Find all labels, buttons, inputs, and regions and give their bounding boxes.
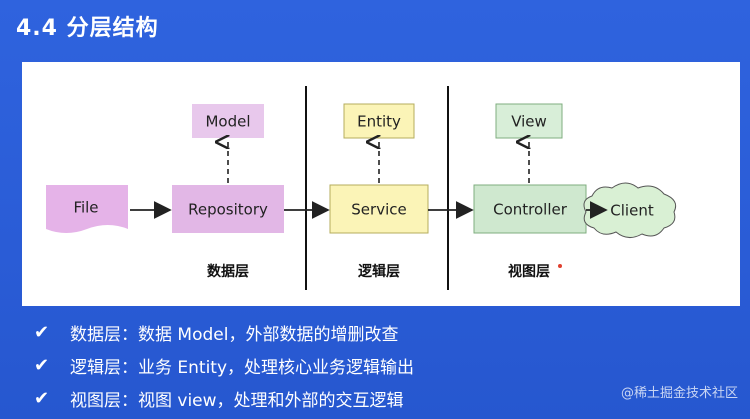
bullet-list: ✔ 数据层：数据 Model，外部数据的增删改查 ✔ 逻辑层：业务 Entity… <box>34 316 414 415</box>
service-box <box>329 184 429 234</box>
architecture-diagram-panel: File Repository Model Service Entity Con… <box>22 62 740 306</box>
data-layer-label: 数据层 <box>207 263 249 280</box>
check-icon: ✔ <box>34 388 50 409</box>
bullet-text: 视图层：视图 view，处理和外部的交互逻辑 <box>70 391 404 411</box>
view-label: View <box>511 113 547 131</box>
file-node: File <box>46 185 128 233</box>
view-layer-label: 视图层 <box>508 263 550 280</box>
repository-label: Repository <box>188 201 268 219</box>
repository-box <box>172 185 284 233</box>
entity-box <box>343 103 415 139</box>
model-box <box>192 104 264 138</box>
logic-layer-label: 逻辑层 <box>358 263 400 280</box>
check-icon: ✔ <box>34 355 50 376</box>
bullet-text: 数据层：数据 Model，外部数据的增删改查 <box>70 325 399 345</box>
service-label: Service <box>351 201 406 219</box>
file-label: File <box>73 199 98 217</box>
controller-label: Controller <box>493 201 568 219</box>
controller-box <box>473 184 587 234</box>
file-shape <box>46 185 128 233</box>
bullet-item-view-layer: ✔ 视图层：视图 view，处理和外部的交互逻辑 <box>34 382 414 415</box>
bullet-item-data-layer: ✔ 数据层：数据 Model，外部数据的增删改查 <box>34 316 414 349</box>
bullet-text: 逻辑层：业务 Entity，处理核心业务逻辑输出 <box>70 358 415 378</box>
architecture-diagram: File Repository Model Service Entity Con… <box>46 86 677 290</box>
client-cloud-shape <box>583 182 677 238</box>
model-label: Model <box>205 113 250 131</box>
entity-label: Entity <box>357 113 401 131</box>
bullet-item-logic-layer: ✔ 逻辑层：业务 Entity，处理核心业务逻辑输出 <box>34 349 414 382</box>
slide-title: 4.4 分层结构 <box>16 16 159 41</box>
watermark: @稀土掘金技术社区 <box>620 386 738 401</box>
client-label: Client <box>610 202 654 220</box>
red-dot-marker <box>558 264 562 268</box>
view-box <box>495 103 563 139</box>
client-node: Client <box>583 182 677 238</box>
check-icon: ✔ <box>34 322 50 343</box>
